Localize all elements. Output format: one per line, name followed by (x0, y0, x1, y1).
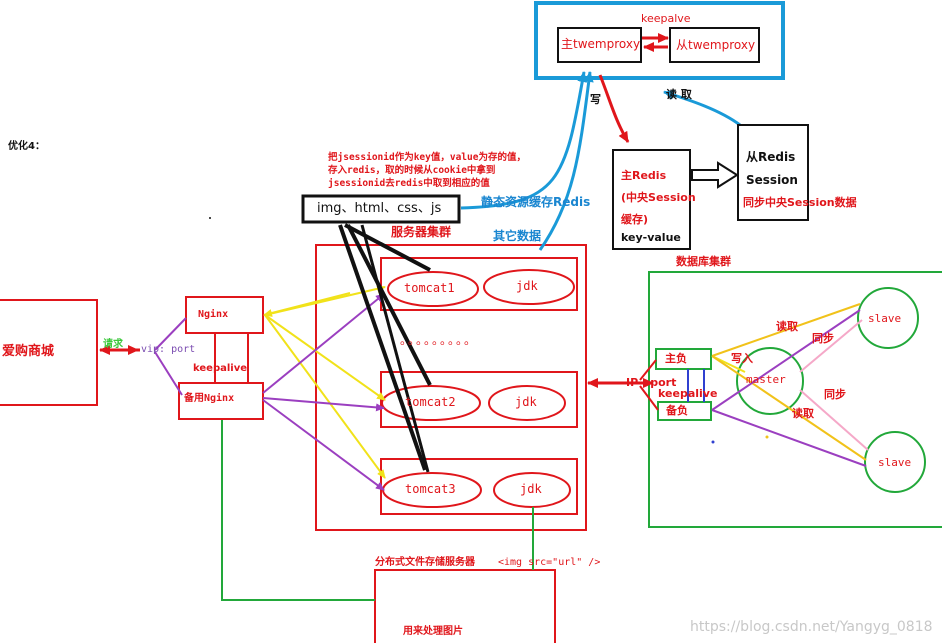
vip-label: vip: port (141, 344, 196, 355)
tomcat1-label: tomcat1 (404, 281, 455, 295)
static-resources-box (301, 194, 461, 224)
static-resources-label: img、html、css、js (317, 201, 442, 216)
read-db-label-1: 读取 (776, 320, 798, 333)
master-circle (736, 347, 804, 415)
tomcat2-oval (381, 385, 481, 421)
tomcat3-label: tomcat3 (405, 482, 456, 496)
redis-master-line-2: (中央Session (621, 191, 696, 204)
redis-master-line-4: key-value (621, 231, 681, 244)
slave2-circle (864, 431, 926, 493)
twemproxy-master-box (557, 27, 642, 63)
db-cluster-label: 数据库集群 (676, 255, 731, 268)
sync-session-label: 同步中央Session数据 (743, 196, 857, 209)
jdk2-oval (488, 385, 566, 421)
sync-label-2: 同步 (824, 388, 846, 401)
images-label: 用来处理图片 (403, 626, 463, 637)
jdk1-oval (483, 269, 575, 305)
other-data-link (538, 71, 594, 251)
note-line-3: jsessionid去redis中取到相应的值 (328, 178, 490, 189)
write-arrow (598, 74, 630, 143)
twemproxy-master-label: 主twemproxy (561, 37, 641, 51)
twemproxy-slave-box (669, 27, 760, 63)
lb-master-label: 主负 (665, 352, 687, 365)
redis-slave-box (737, 124, 809, 221)
request-label: 请求 (103, 339, 123, 350)
slave1-label: slave (868, 312, 902, 325)
master-label: master (746, 373, 786, 386)
dfs-label: 分布式文件存储服务器 (375, 557, 475, 568)
note-line-2: 存入redis，取的时候从cookie中拿到 (328, 165, 496, 176)
nginx-backup-label: 备用Nginx (184, 393, 235, 404)
static-cache-label: 静态资源缓存Redis (481, 195, 591, 209)
tomcat2-label: tomcat2 (405, 395, 456, 409)
static-cache-link (460, 71, 588, 210)
note-line-1: 把jsessionid作为key值，value为存的值， (328, 152, 526, 163)
twemproxy-slave-label: 从twemproxy (676, 38, 756, 52)
tomcat1-oval (387, 271, 479, 307)
server-cluster-box (315, 244, 587, 531)
redis-slave-line-1: 从Redis (746, 150, 796, 164)
ip-port-label: IP : port (626, 376, 677, 389)
lb-master-box (655, 348, 712, 370)
lb-backup-label: 备负 (666, 404, 688, 417)
jdk1-label: jdk (516, 279, 538, 293)
jdk2-label: jdk (515, 395, 537, 409)
redis-slave-line-2: Session (746, 173, 798, 187)
watermark: https://blog.csdn.net/Yangyg_0818 (690, 619, 933, 635)
lb-backup-box (657, 401, 712, 421)
nginx-box (185, 296, 264, 334)
vip-to-nginx (154, 317, 187, 351)
img-tag-label: <img src="url" /> (498, 557, 601, 568)
nginx-keepalive-label: keepalive (193, 363, 248, 374)
redis-master-line-3: 缓存) (621, 213, 649, 226)
tomcat1-row (380, 257, 578, 311)
optimization-label: 优化4： (8, 141, 45, 152)
nginx-file-link (221, 420, 375, 601)
store-box (0, 299, 98, 406)
slave1-circle (857, 287, 919, 349)
redis-master-line-1: 主Redis (621, 169, 667, 182)
read-arrow (663, 90, 741, 127)
other-data-label: 其它数据 (493, 229, 542, 243)
slave2-label: slave (878, 456, 912, 469)
vip-to-backup (154, 351, 183, 396)
redis-master-box (612, 149, 691, 250)
ellipsis-label: 。。。。。。。。。 (400, 333, 479, 347)
keepalve-label: keepalve (641, 12, 691, 25)
store-label: 爱购商城 (2, 344, 55, 359)
jdk3-label: jdk (520, 482, 542, 496)
read-db-label-2: 读取 (792, 407, 814, 420)
twemproxy-box (534, 1, 785, 80)
read-label: 读 取 (666, 88, 692, 101)
write-label: 写 (590, 93, 601, 106)
file-server-box (374, 569, 556, 643)
db-keepalive-label: keepalive (658, 387, 718, 400)
sync-label-1: 同步 (812, 332, 834, 345)
server-cluster-label: 服务器集群 (391, 225, 452, 239)
write-in-label: 写入 (731, 352, 753, 365)
sync-arrow (691, 161, 739, 189)
nginx-label: Nginx (198, 309, 229, 320)
